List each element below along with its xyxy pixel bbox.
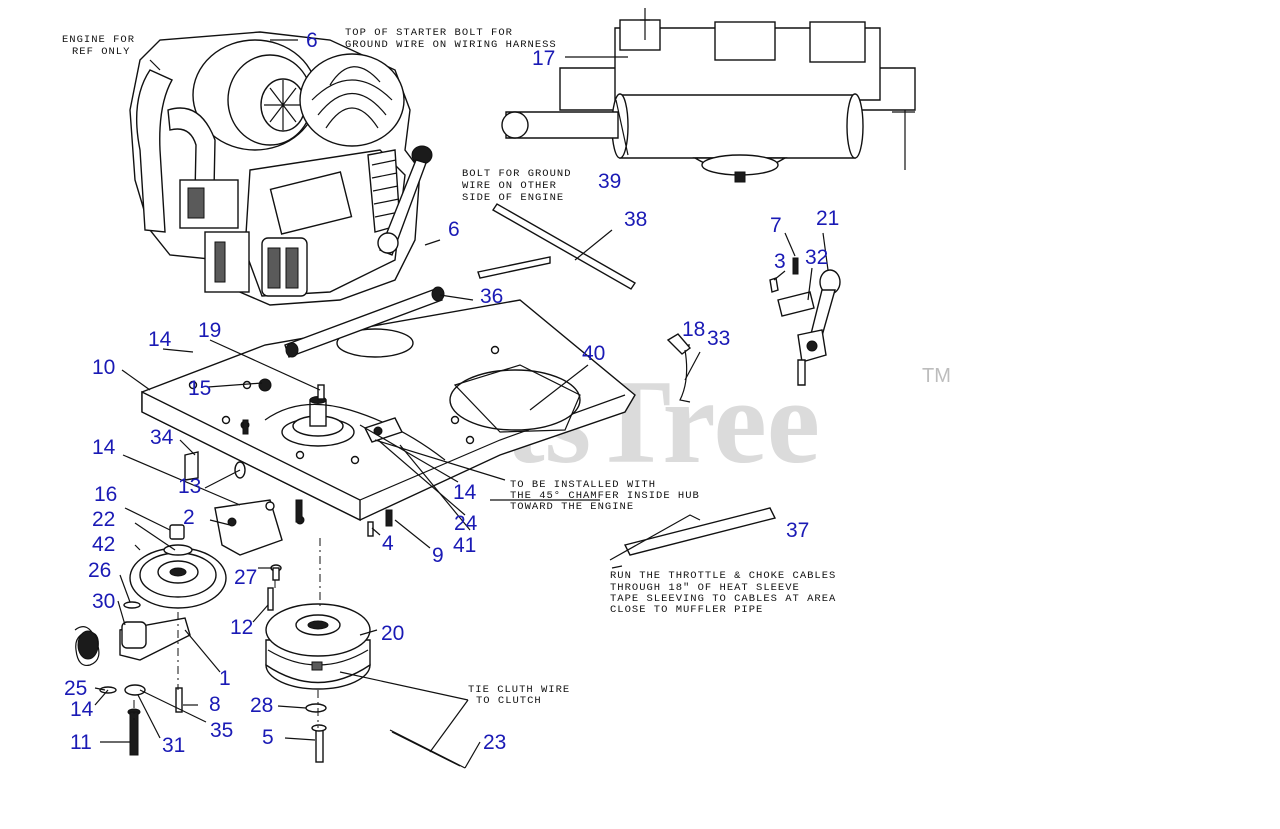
callout: 33 xyxy=(707,327,730,350)
callout: 2 xyxy=(183,506,195,529)
note-cables: RUN THE THROTTLE & CHOKE CABLES THROUGH … xyxy=(610,570,836,616)
callout: 41 xyxy=(453,534,476,557)
note-starter-bolt: TOP OF STARTER BOLT FOR GROUND WIRE ON W… xyxy=(345,27,557,51)
callout: 15 xyxy=(188,377,211,400)
callout: 14 xyxy=(453,481,477,504)
note-engine-ref: ENGINE FOR REF ONLY xyxy=(62,34,135,58)
clutch-drawing xyxy=(265,603,371,763)
callout: 32 xyxy=(805,246,828,269)
callout: 19 xyxy=(198,319,221,342)
callout: 3 xyxy=(774,250,786,273)
callout: 42 xyxy=(92,533,115,556)
callout: 31 xyxy=(162,734,185,757)
leader-lines xyxy=(94,39,829,769)
callout: 9 xyxy=(432,544,444,567)
callout: 11 xyxy=(70,731,92,754)
idler-assembly-drawing xyxy=(74,384,393,756)
callout: 8 xyxy=(209,693,221,716)
svg-text:SIDE OF ENGINE: SIDE OF ENGINE xyxy=(462,192,564,204)
callout: 14 xyxy=(70,698,94,721)
svg-text:GROUND WIRE ON WIRING HARNESS: GROUND WIRE ON WIRING HARNESS xyxy=(345,39,557,51)
control-lever-drawing xyxy=(769,257,841,386)
note-ground-bolt: BOLT FOR GROUND WIRE ON OTHER SIDE OF EN… xyxy=(462,168,572,204)
callout: 20 xyxy=(381,622,404,645)
svg-text:TOP OF STARTER BOLT FOR: TOP OF STARTER BOLT FOR xyxy=(345,27,513,39)
cable-drawing xyxy=(666,333,692,403)
svg-text:THE 45° CHAMFER INSIDE HUB: THE 45° CHAMFER INSIDE HUB xyxy=(510,490,700,502)
callout-numbers: 6 17 39 6 38 7 21 3 32 36 18 33 14 19 40… xyxy=(64,29,839,757)
callout: 17 xyxy=(532,47,555,70)
callout: 14 xyxy=(148,328,172,351)
muffler-drawing xyxy=(501,8,916,183)
callout: 36 xyxy=(480,285,503,308)
note-chamfer: TO BE INSTALLED WITH THE 45° CHAMFER INS… xyxy=(510,479,700,513)
clutch-wire-b xyxy=(391,731,461,767)
callout: 37 xyxy=(786,519,809,542)
callout: 25 xyxy=(64,677,87,700)
callout: 4 xyxy=(382,532,394,555)
callout: 39 xyxy=(598,170,621,193)
callout: 14 xyxy=(92,436,116,459)
svg-text:TO CLUTCH: TO CLUTCH xyxy=(476,695,542,707)
svg-text:TO BE INSTALLED WITH: TO BE INSTALLED WITH xyxy=(510,479,656,491)
svg-text:TOWARD THE ENGINE: TOWARD THE ENGINE xyxy=(510,501,634,513)
callout: 10 xyxy=(92,356,115,379)
callout: 5 xyxy=(262,726,274,749)
callout: 21 xyxy=(816,207,839,230)
callout: 35 xyxy=(210,719,233,742)
rod-38-branch xyxy=(477,256,551,279)
callout: 26 xyxy=(88,559,111,582)
callout: 16 xyxy=(94,483,117,506)
svg-text:REF ONLY: REF ONLY xyxy=(72,46,130,58)
callout: 22 xyxy=(92,508,115,531)
svg-text:BOLT FOR GROUND: BOLT FOR GROUND xyxy=(462,168,572,180)
shaft-36-end xyxy=(431,286,445,302)
heat-sleeve-drawing xyxy=(609,507,777,569)
svg-text:WIRE ON OTHER: WIRE ON OTHER xyxy=(462,180,557,192)
callout: 12 xyxy=(230,616,253,639)
watermark-trademark: TM xyxy=(922,365,951,387)
svg-text:TAPE SLEEVING TO CABLES AT ARE: TAPE SLEEVING TO CABLES AT AREA xyxy=(610,593,836,605)
note-clutch-wire: TIE CLUTH WIRE TO CLUTCH xyxy=(468,684,570,707)
callout: 38 xyxy=(624,208,647,231)
callout: 1 xyxy=(219,667,231,690)
callout: 7 xyxy=(770,214,782,237)
callout: 13 xyxy=(178,475,201,498)
callout: 27 xyxy=(234,566,257,589)
callout: 6 xyxy=(448,218,460,241)
callout: 6 xyxy=(306,29,318,52)
callout: 23 xyxy=(483,731,506,754)
svg-text:TIE CLUTH WIRE: TIE CLUTH WIRE xyxy=(468,684,570,696)
callout: 18 xyxy=(682,318,705,341)
engine-drawing xyxy=(129,31,433,306)
deck-plate-drawing xyxy=(141,299,636,525)
rod-38 xyxy=(492,203,636,290)
shaft-36-end-b xyxy=(285,342,299,358)
svg-text:ENGINE FOR: ENGINE FOR xyxy=(62,34,135,46)
callout: 24 xyxy=(454,512,478,535)
callout: 28 xyxy=(250,694,273,717)
callout: 30 xyxy=(92,590,115,613)
callout: 40 xyxy=(582,342,605,365)
svg-text:RUN THE THROTTLE & CHOKE CABLE: RUN THE THROTTLE & CHOKE CABLES xyxy=(610,570,836,582)
callout: 34 xyxy=(150,426,174,449)
svg-text:CLOSE TO MUFFLER PIPE: CLOSE TO MUFFLER PIPE xyxy=(610,604,763,616)
svg-text:THROUGH 18" OF HEAT SLEEVE: THROUGH 18" OF HEAT SLEEVE xyxy=(610,582,800,594)
